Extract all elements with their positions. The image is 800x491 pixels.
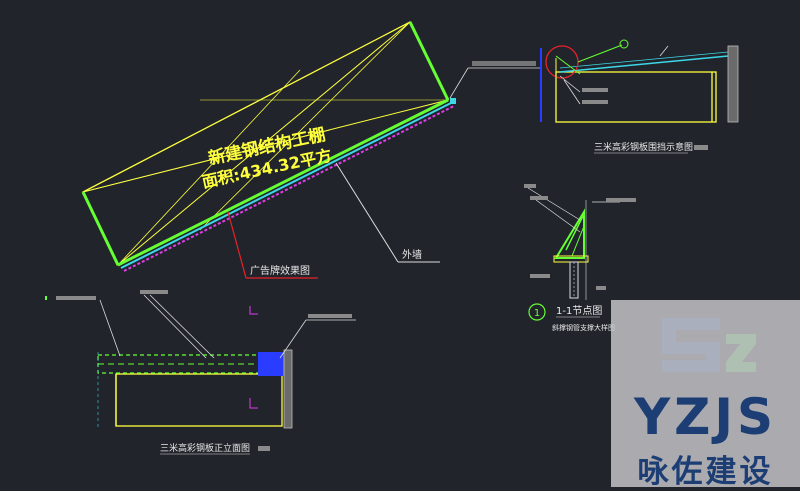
- elevation-leader-1: [143, 294, 207, 359]
- hoarding-base: [555, 71, 717, 123]
- watermark: YZJS 咏佐建设: [611, 300, 800, 490]
- detail-circle: [545, 45, 579, 79]
- building-right-wall: [408, 21, 450, 101]
- node-title: 1-1节点图: [556, 305, 602, 317]
- ad-sign-callout: 广告牌效果图: [227, 211, 318, 279]
- corner-marker: [450, 98, 456, 104]
- watermark-chinese: 咏佐建设: [637, 454, 774, 490]
- node-subtitle: 斜撑钢管支撑大样图: [552, 323, 615, 332]
- building-brace-1: [82, 129, 331, 193]
- node-number: 1: [534, 308, 540, 319]
- building-brace-2: [199, 21, 411, 231]
- building-diagonal-2: [117, 21, 411, 266]
- building-plan: 新建钢结构工棚 面积:434.32平方: [81, 21, 456, 272]
- node-triangle: [554, 208, 585, 259]
- elevation-leader-4: [279, 319, 307, 359]
- wall-callout: 外墙: [335, 162, 440, 263]
- elevation-leader-2: [149, 294, 215, 359]
- hoarding-elevation: 三米高彩钢板正立面图: [45, 290, 356, 455]
- ad-board-edge-cyan: [120, 102, 452, 269]
- ad-sign-callout-text: 广告牌效果图: [250, 264, 310, 277]
- corner-tag: [449, 61, 540, 99]
- hoarding-section: 三米高彩钢板围挡示意图: [540, 39, 739, 154]
- wall-callout-text: 外墙: [402, 248, 422, 261]
- ad-board-edge-magenta: [123, 105, 455, 272]
- watermark-latin: YZJS: [633, 388, 778, 446]
- elevation-title: 三米高彩钢板正立面图: [160, 442, 250, 454]
- hoarding-section-title: 三米高彩钢板围挡示意图: [594, 141, 693, 153]
- roof-line: [559, 55, 729, 73]
- node-number-circle: [528, 303, 546, 321]
- elevation-wall-hatch: [283, 349, 293, 429]
- elevation-leader-3: [99, 299, 121, 357]
- building-left-wall: [81, 191, 120, 266]
- node-detail: 1 1-1节点图 斜撑钢管支撑大样图: [524, 184, 636, 332]
- ad-board-edge-green: [117, 98, 449, 267]
- hoarding-wall-hatch: [727, 45, 739, 123]
- elevation-frame: [115, 373, 283, 427]
- building-brace-3: [117, 69, 301, 266]
